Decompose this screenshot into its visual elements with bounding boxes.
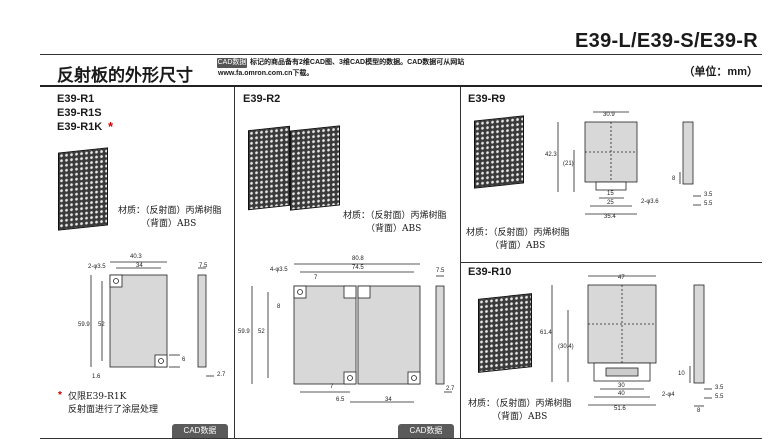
r1-dim-h-inner: 52	[98, 322, 105, 328]
r10-dim-10: 10	[678, 371, 685, 377]
r10-dim-3-5: 3.5	[715, 385, 724, 391]
r1-material-2: （背面）ABS	[141, 219, 197, 229]
r9-dim-3-5: 3.5	[704, 192, 713, 198]
divider-2	[460, 87, 461, 439]
r9-dim-hole: 2-φ3.6	[641, 199, 659, 205]
r2-dim-inner: 74.5	[352, 265, 364, 271]
r10-dim-40: 40	[618, 391, 625, 397]
r9-dim-5-5: 5.5	[704, 201, 713, 207]
cad-note-line-2: www.fa.omron.com.cn下载。	[218, 70, 314, 77]
section-title: 反射板的外形尺寸	[57, 66, 193, 85]
r10-dim-30: 30	[618, 383, 625, 389]
r9-dim-25: 25	[607, 200, 614, 206]
cad-badge: CAD数据	[217, 58, 247, 68]
r1-material-1: 材质：（反射面）丙烯树脂	[118, 206, 222, 216]
r1-dim-thick: 7.5	[199, 263, 208, 269]
r2-dim-hole: 4-φ3.5	[270, 267, 288, 273]
r2-cad-tab[interactable]: CAD数据	[398, 424, 454, 438]
model-e39-r1: E39-R1	[57, 93, 95, 105]
r9-dim-h-mid: (21)	[563, 161, 574, 167]
unit-label: （单位：mm）	[683, 66, 758, 78]
r10-dim-h-outer: 61.4	[540, 330, 552, 336]
r2-dim-bottom-small: 7	[330, 384, 334, 390]
r2-dim-bottom-gap: 6.5	[336, 397, 345, 403]
r2-dim-h-outer: 59.9	[238, 329, 250, 335]
section-rule	[40, 85, 762, 87]
r9-dim-top: 30.9	[603, 112, 615, 118]
r9-material-1: 材质：（反射面）丙烯树脂	[466, 228, 570, 238]
r1-dim-small: 6	[182, 357, 186, 363]
r2-dim-left-gap: 8	[277, 304, 281, 310]
r9-dim-h-outer: 42.3	[545, 152, 557, 158]
r10-dim-8: 8	[697, 408, 701, 414]
r9-dim-35-4: 35.4	[604, 214, 616, 220]
r1-dim-h-outer: 59.9	[78, 322, 90, 328]
asterisk-mark: *	[108, 119, 114, 134]
model-e39-r2: E39-R2	[243, 93, 281, 105]
r2-dim-thin: 2.7	[446, 386, 455, 392]
r1-dim-bottom-left: 1.6	[92, 374, 101, 380]
r2-dim-h-inner: 52	[258, 329, 265, 335]
r9-dim-15: 15	[607, 191, 614, 197]
r2-dim-total: 80.8	[352, 256, 364, 262]
r2-dim-bottom-inner: 34	[385, 397, 392, 403]
model-e39-r10: E39-R10	[468, 266, 512, 278]
r10-material-1: 材质：（反射面）丙烯树脂	[468, 399, 572, 409]
model-e39-r1k: E39-R1K	[57, 121, 103, 133]
r1k-note-asterisk: *	[58, 390, 62, 401]
r1-dim-thin: 2.7	[217, 372, 226, 378]
r2-dim-top-small: 7	[314, 275, 318, 281]
r10-dim-hole: 2-φ4	[662, 392, 675, 398]
document-title: E39-L/E39-S/E39-R	[575, 30, 758, 52]
r1k-note-1: 仅限E39-R1K	[68, 392, 127, 402]
divider-3	[460, 262, 762, 263]
r9-dim-8: 8	[672, 176, 676, 182]
model-e39-r1s: E39-R1S	[57, 107, 102, 119]
r10-dim-top: 47	[618, 275, 625, 281]
r1-dim-inner-top: 34	[136, 263, 143, 269]
r1-dim-top: 40.3	[130, 254, 142, 260]
r1k-note-2: 反射面进行了涂层处理	[68, 405, 159, 415]
r10-dim-51-6: 51.6	[614, 406, 626, 412]
r9-material-2: （背面）ABS	[490, 241, 546, 251]
r2-dim-thick: 7.5	[436, 268, 445, 274]
r10-dim-5-5: 5.5	[715, 394, 724, 400]
r10-dim-h-mid: (30.4)	[558, 344, 574, 350]
r2-material-1: 材质：（反射面）丙烯树脂	[343, 211, 447, 221]
r2-material-2: （背面）ABS	[366, 224, 422, 234]
model-e39-r9: E39-R9	[468, 93, 506, 105]
cad-note-line-1: 标记的商品备有2维CAD图、3维CAD模型的数据。CAD数据可从网站	[250, 59, 465, 66]
divider-1	[234, 87, 235, 439]
header-rule	[40, 54, 762, 55]
r1-dim-hole: 2-φ3.5	[88, 264, 106, 270]
r1-cad-tab[interactable]: CAD数据	[172, 424, 228, 438]
r10-material-2: （背面）ABS	[492, 412, 548, 422]
